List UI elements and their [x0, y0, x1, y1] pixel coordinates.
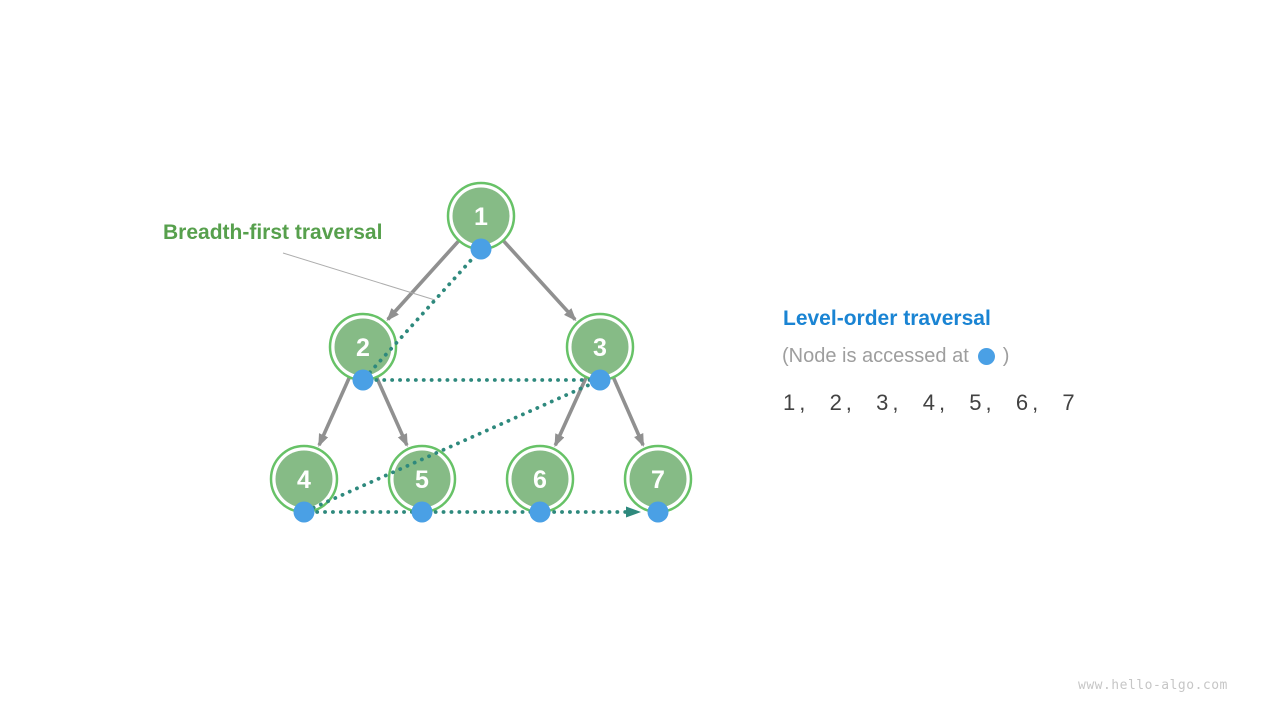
tree-node-2: 2 — [328, 312, 398, 382]
watermark-url: www.hello-algo.com — [1078, 678, 1228, 693]
access-dot-2 — [352, 369, 374, 391]
traversal-sequence: 1, 2, 3, 4, 5, 6, 7 — [783, 390, 1079, 415]
tree-node-1: 1 — [446, 181, 516, 251]
access-dot-6 — [529, 501, 551, 523]
access-note-prefix: (Node is accessed at — [782, 345, 969, 367]
access-dot-7 — [647, 501, 669, 523]
access-dot-4 — [293, 501, 315, 523]
node-7-label: 7 — [651, 466, 665, 494]
edge-3-7 — [612, 377, 645, 447]
breadth-first-label: Breadth-first traversal — [163, 221, 383, 244]
level-order-title: Level-order traversal — [783, 307, 991, 330]
edge-1-2 — [386, 240, 460, 321]
node-4-label: 4 — [297, 466, 311, 494]
node-5-label: 5 — [415, 466, 429, 494]
tree-node-4: 4 — [269, 444, 339, 514]
access-dot-3 — [589, 369, 611, 391]
access-dot-1 — [470, 238, 492, 260]
access-dot-icon — [977, 348, 995, 365]
node-6-label: 6 — [533, 466, 547, 494]
node-2-label: 2 — [356, 334, 370, 362]
access-note-suffix: ) — [1002, 345, 1010, 367]
node-1-label: 1 — [474, 203, 488, 231]
node-3-label: 3 — [593, 334, 607, 362]
tree-nodes: 1 2 3 4 5 — [269, 181, 693, 514]
edge-2-5 — [375, 377, 409, 448]
tree-node-6: 6 — [505, 444, 575, 514]
edge-2-4 — [317, 377, 351, 448]
access-dot-5 — [411, 501, 433, 523]
access-dots — [293, 238, 669, 523]
access-note: (Node is accessed at ) — [782, 345, 1009, 368]
edge-1-3 — [502, 239, 577, 322]
label-pointer-line — [282, 252, 436, 301]
